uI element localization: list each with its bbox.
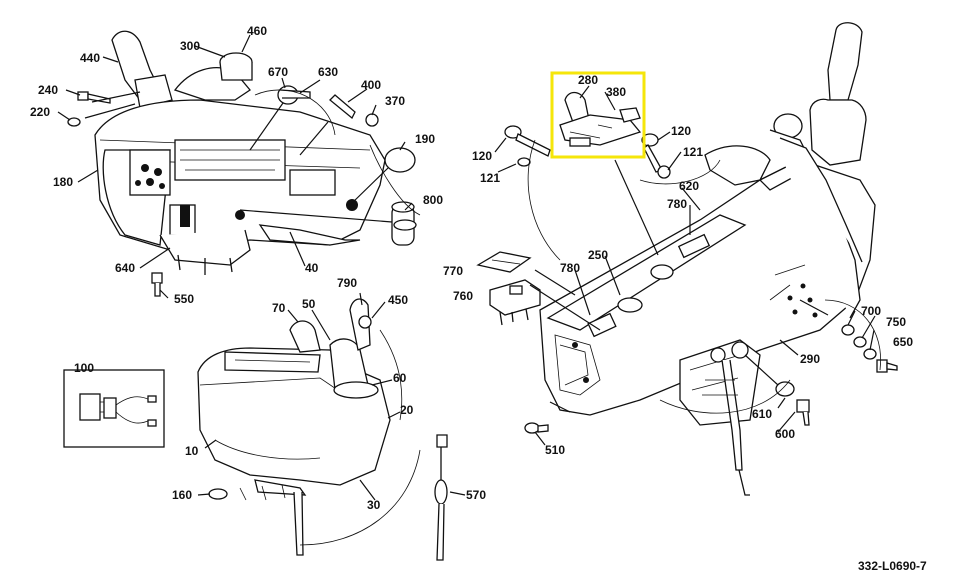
left-console-assembly — [57, 30, 421, 299]
callout-290: 290 — [800, 352, 820, 366]
callout-240: 240 — [38, 83, 58, 97]
callout-121-right: 121 — [683, 145, 703, 159]
callout-640: 640 — [115, 261, 135, 275]
callout-780-bottom: 780 — [560, 261, 580, 275]
callout-190: 190 — [415, 132, 435, 146]
callout-760: 760 — [453, 289, 473, 303]
screw-240 — [77, 91, 111, 104]
callout-440: 440 — [80, 51, 100, 65]
callout-800: 800 — [423, 193, 443, 207]
callout-180: 180 — [53, 175, 73, 189]
callout-630: 630 — [318, 65, 338, 79]
callout-550: 550 — [174, 292, 194, 306]
callout-40: 40 — [305, 261, 319, 275]
bolt-600 — [796, 399, 810, 426]
screw-120-left — [504, 125, 551, 157]
callout-790: 790 — [337, 276, 357, 290]
callout-121-left: 121 — [480, 171, 500, 185]
callout-570: 570 — [466, 488, 486, 502]
callout-750: 750 — [886, 315, 906, 329]
screw-550 — [151, 272, 163, 297]
callout-610: 610 — [752, 407, 772, 421]
callout-60: 60 — [393, 371, 407, 385]
callout-30: 30 — [367, 498, 381, 512]
callout-250: 250 — [588, 248, 608, 262]
callout-380: 380 — [606, 85, 626, 99]
inset-100 — [63, 369, 165, 448]
callout-100: 100 — [74, 361, 94, 375]
highlight-box — [550, 71, 646, 159]
callout-460: 460 — [247, 24, 267, 38]
bolt-650 — [876, 359, 898, 373]
callout-280: 280 — [578, 73, 598, 87]
callout-650: 650 — [893, 335, 913, 349]
callout-300: 300 — [180, 39, 200, 53]
bushing-800 — [391, 201, 417, 246]
callout-620: 620 — [679, 179, 699, 193]
switch-770 — [476, 251, 532, 273]
callout-770: 770 — [443, 264, 463, 278]
callout-70: 70 — [272, 301, 286, 315]
callout-50: 50 — [302, 297, 316, 311]
callout-600: 600 — [775, 427, 795, 441]
callout-670: 670 — [268, 65, 288, 79]
callout-220: 220 — [30, 105, 50, 119]
callout-780-top: 780 — [667, 197, 687, 211]
callout-400: 400 — [361, 78, 381, 92]
callout-120-left: 120 — [472, 149, 492, 163]
screw-510 — [524, 422, 549, 434]
callout-10: 10 — [185, 444, 199, 458]
callout-120-right: 120 — [671, 124, 691, 138]
callout-labels: 440 300 460 240 220 670 630 400 370 190 … — [30, 24, 927, 573]
drawing-code: 332-L0690-7 — [858, 559, 927, 573]
callout-700: 700 — [861, 304, 881, 318]
callout-160: 160 — [172, 488, 192, 502]
center-console-assembly — [197, 292, 466, 561]
callout-450: 450 — [388, 293, 408, 307]
right-console-assembly — [476, 22, 898, 496]
switch-760 — [489, 279, 541, 326]
callout-370: 370 — [385, 94, 405, 108]
switch-280-380 — [559, 91, 642, 147]
callout-510: 510 — [545, 443, 565, 457]
callout-20: 20 — [400, 403, 414, 417]
